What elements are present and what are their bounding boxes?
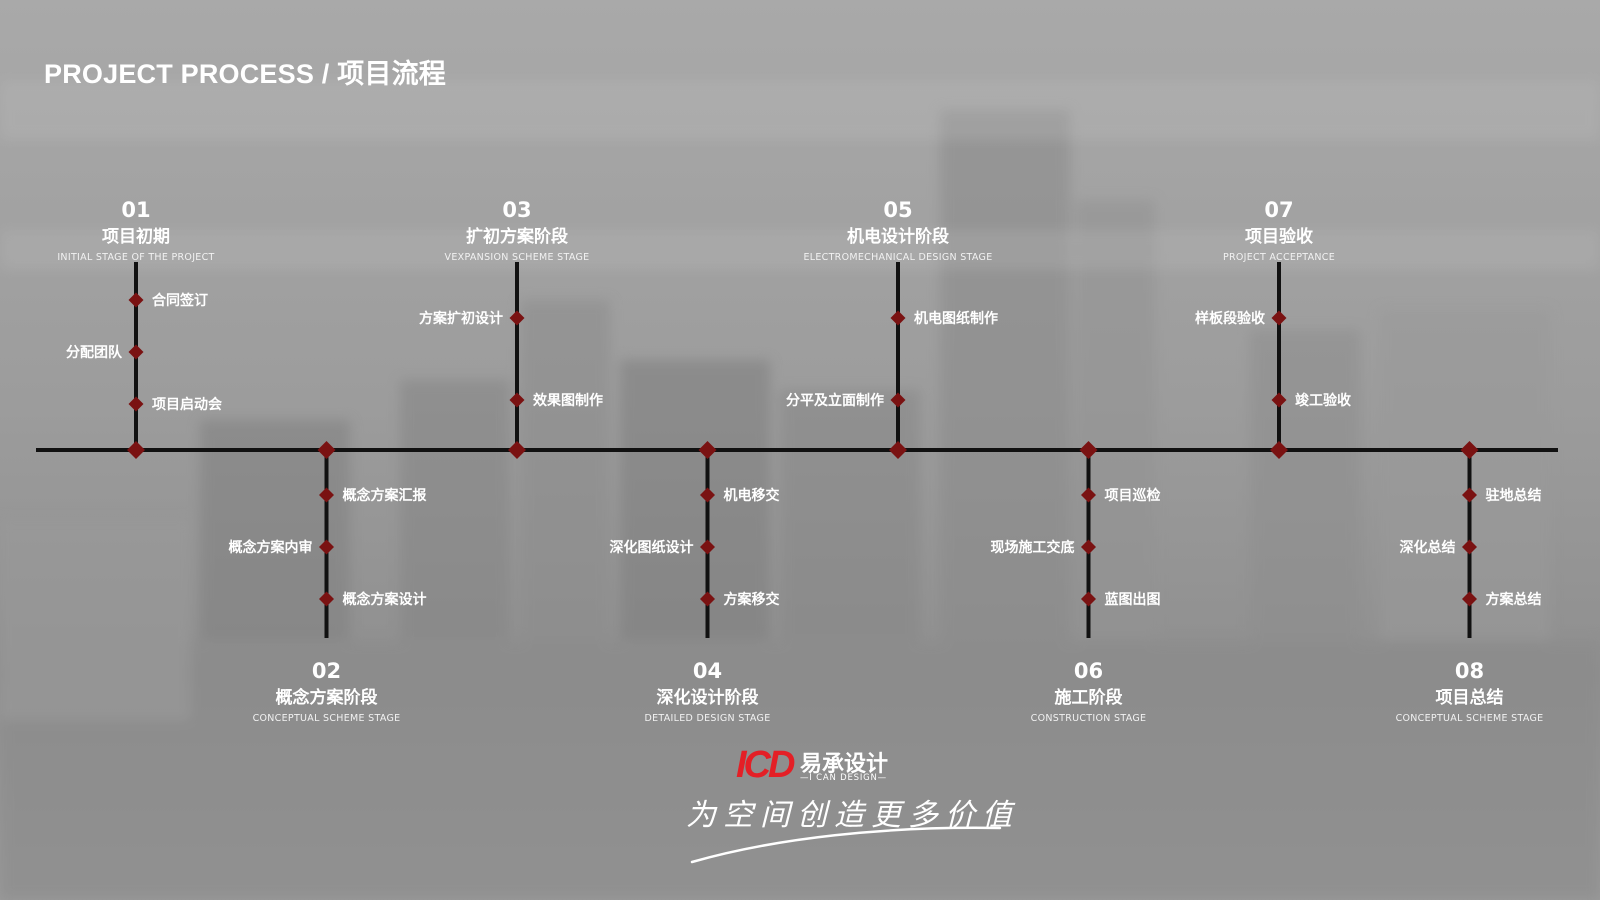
task-label: 样板段验收	[1195, 310, 1266, 327]
axis-node-diamond	[317, 441, 336, 459]
task-label: 蓝图出图	[1105, 591, 1161, 608]
task-label: 合同签订	[152, 292, 208, 309]
axis-node-diamond	[127, 441, 145, 459]
task-diamond	[319, 591, 334, 607]
task-diamond	[700, 539, 715, 555]
stage-number: 04	[693, 659, 722, 683]
task-diamond	[319, 539, 334, 555]
task-label: 机电图纸制作	[914, 310, 998, 327]
task-label: 方案移交	[724, 591, 780, 608]
stage-name: 机电设计阶段	[847, 226, 949, 247]
task-diamond	[1462, 487, 1477, 503]
axis-node-diamond	[698, 441, 717, 459]
axis-node-diamond	[1460, 441, 1479, 459]
task-diamond	[319, 487, 334, 503]
brand-logo-mark: ICD	[736, 744, 795, 786]
task-diamond	[509, 392, 525, 408]
stage-number: 03	[502, 198, 531, 222]
stage-name-en: VEXPANSION SCHEME STAGE	[445, 252, 590, 263]
task-label: 现场施工交底	[991, 539, 1075, 556]
brand-logo-block: ICD 易承设计 —I CAN DESIGN—	[736, 744, 906, 788]
axis-node-diamond	[1079, 441, 1098, 459]
axis-node-diamond	[508, 441, 526, 459]
stage-name-en: CONSTRUCTION STAGE	[1031, 713, 1147, 724]
task-diamond	[128, 396, 144, 412]
stage-name-en: PROJECT ACCEPTANCE	[1223, 252, 1335, 263]
stage-number: 05	[883, 198, 912, 222]
task-label: 概念方案内审	[229, 539, 313, 556]
task-diamond	[700, 487, 715, 503]
task-diamond	[1462, 539, 1477, 555]
task-diamond	[1081, 591, 1096, 607]
task-diamond	[128, 292, 144, 308]
axis-node-diamond	[889, 441, 907, 459]
stage-name-en: DETAILED DESIGN STAGE	[644, 713, 770, 724]
task-label: 效果图制作	[533, 392, 603, 409]
page-title: PROJECT PROCESS / 项目流程	[44, 59, 446, 89]
task-label: 深化总结	[1400, 539, 1456, 556]
stage-number: 07	[1264, 198, 1293, 222]
task-label: 概念方案汇报	[343, 487, 427, 504]
stage-name: 深化设计阶段	[657, 687, 759, 708]
task-label: 机电移交	[724, 487, 780, 504]
stage-number: 01	[121, 198, 150, 222]
task-diamond	[1462, 591, 1477, 607]
stage-name: 扩初方案阶段	[466, 226, 568, 247]
task-label: 项目巡检	[1105, 487, 1161, 504]
axis-node-diamond	[1270, 441, 1288, 459]
stage-name-en: INITIAL STAGE OF THE PROJECT	[57, 252, 214, 263]
task-label: 竣工验收	[1295, 392, 1352, 409]
brand-name-cn: 易承设计	[800, 752, 889, 777]
stage-number: 08	[1455, 659, 1484, 683]
stage-name: 施工阶段	[1055, 687, 1123, 708]
task-label: 方案扩初设计	[419, 310, 503, 327]
task-diamond	[509, 310, 525, 326]
task-diamond	[1271, 310, 1287, 326]
task-label: 深化图纸设计	[610, 539, 694, 556]
stage-number: 02	[312, 659, 341, 683]
task-label: 分配团队	[66, 344, 123, 361]
task-label: 驻地总结	[1486, 487, 1542, 504]
stage-number: 06	[1074, 659, 1103, 683]
task-label: 概念方案设计	[343, 591, 427, 608]
stage-name: 项目初期	[102, 226, 170, 247]
task-label: 分平及立面制作	[786, 392, 884, 409]
task-diamond	[128, 344, 144, 360]
stage-name-en: ELECTROMECHANICAL DESIGN STAGE	[803, 252, 992, 263]
stage-name-en: CONCEPTUAL SCHEME STAGE	[1396, 713, 1544, 724]
task-label: 项目启动会	[152, 396, 223, 413]
stage-name: 项目总结	[1436, 687, 1504, 708]
stage-name-en: CONCEPTUAL SCHEME STAGE	[253, 713, 401, 724]
task-diamond	[890, 392, 906, 408]
slogan-underline-swoosh	[690, 826, 1002, 864]
stage-name: 项目验收	[1245, 226, 1313, 247]
task-diamond	[1271, 392, 1287, 408]
task-diamond	[1081, 539, 1096, 555]
task-diamond	[1081, 487, 1096, 503]
brand-name-en: —I CAN DESIGN—	[800, 773, 887, 783]
task-diamond	[700, 591, 715, 607]
task-diamond	[890, 310, 906, 326]
stage-name: 概念方案阶段	[276, 687, 378, 708]
task-label: 方案总结	[1486, 591, 1542, 608]
